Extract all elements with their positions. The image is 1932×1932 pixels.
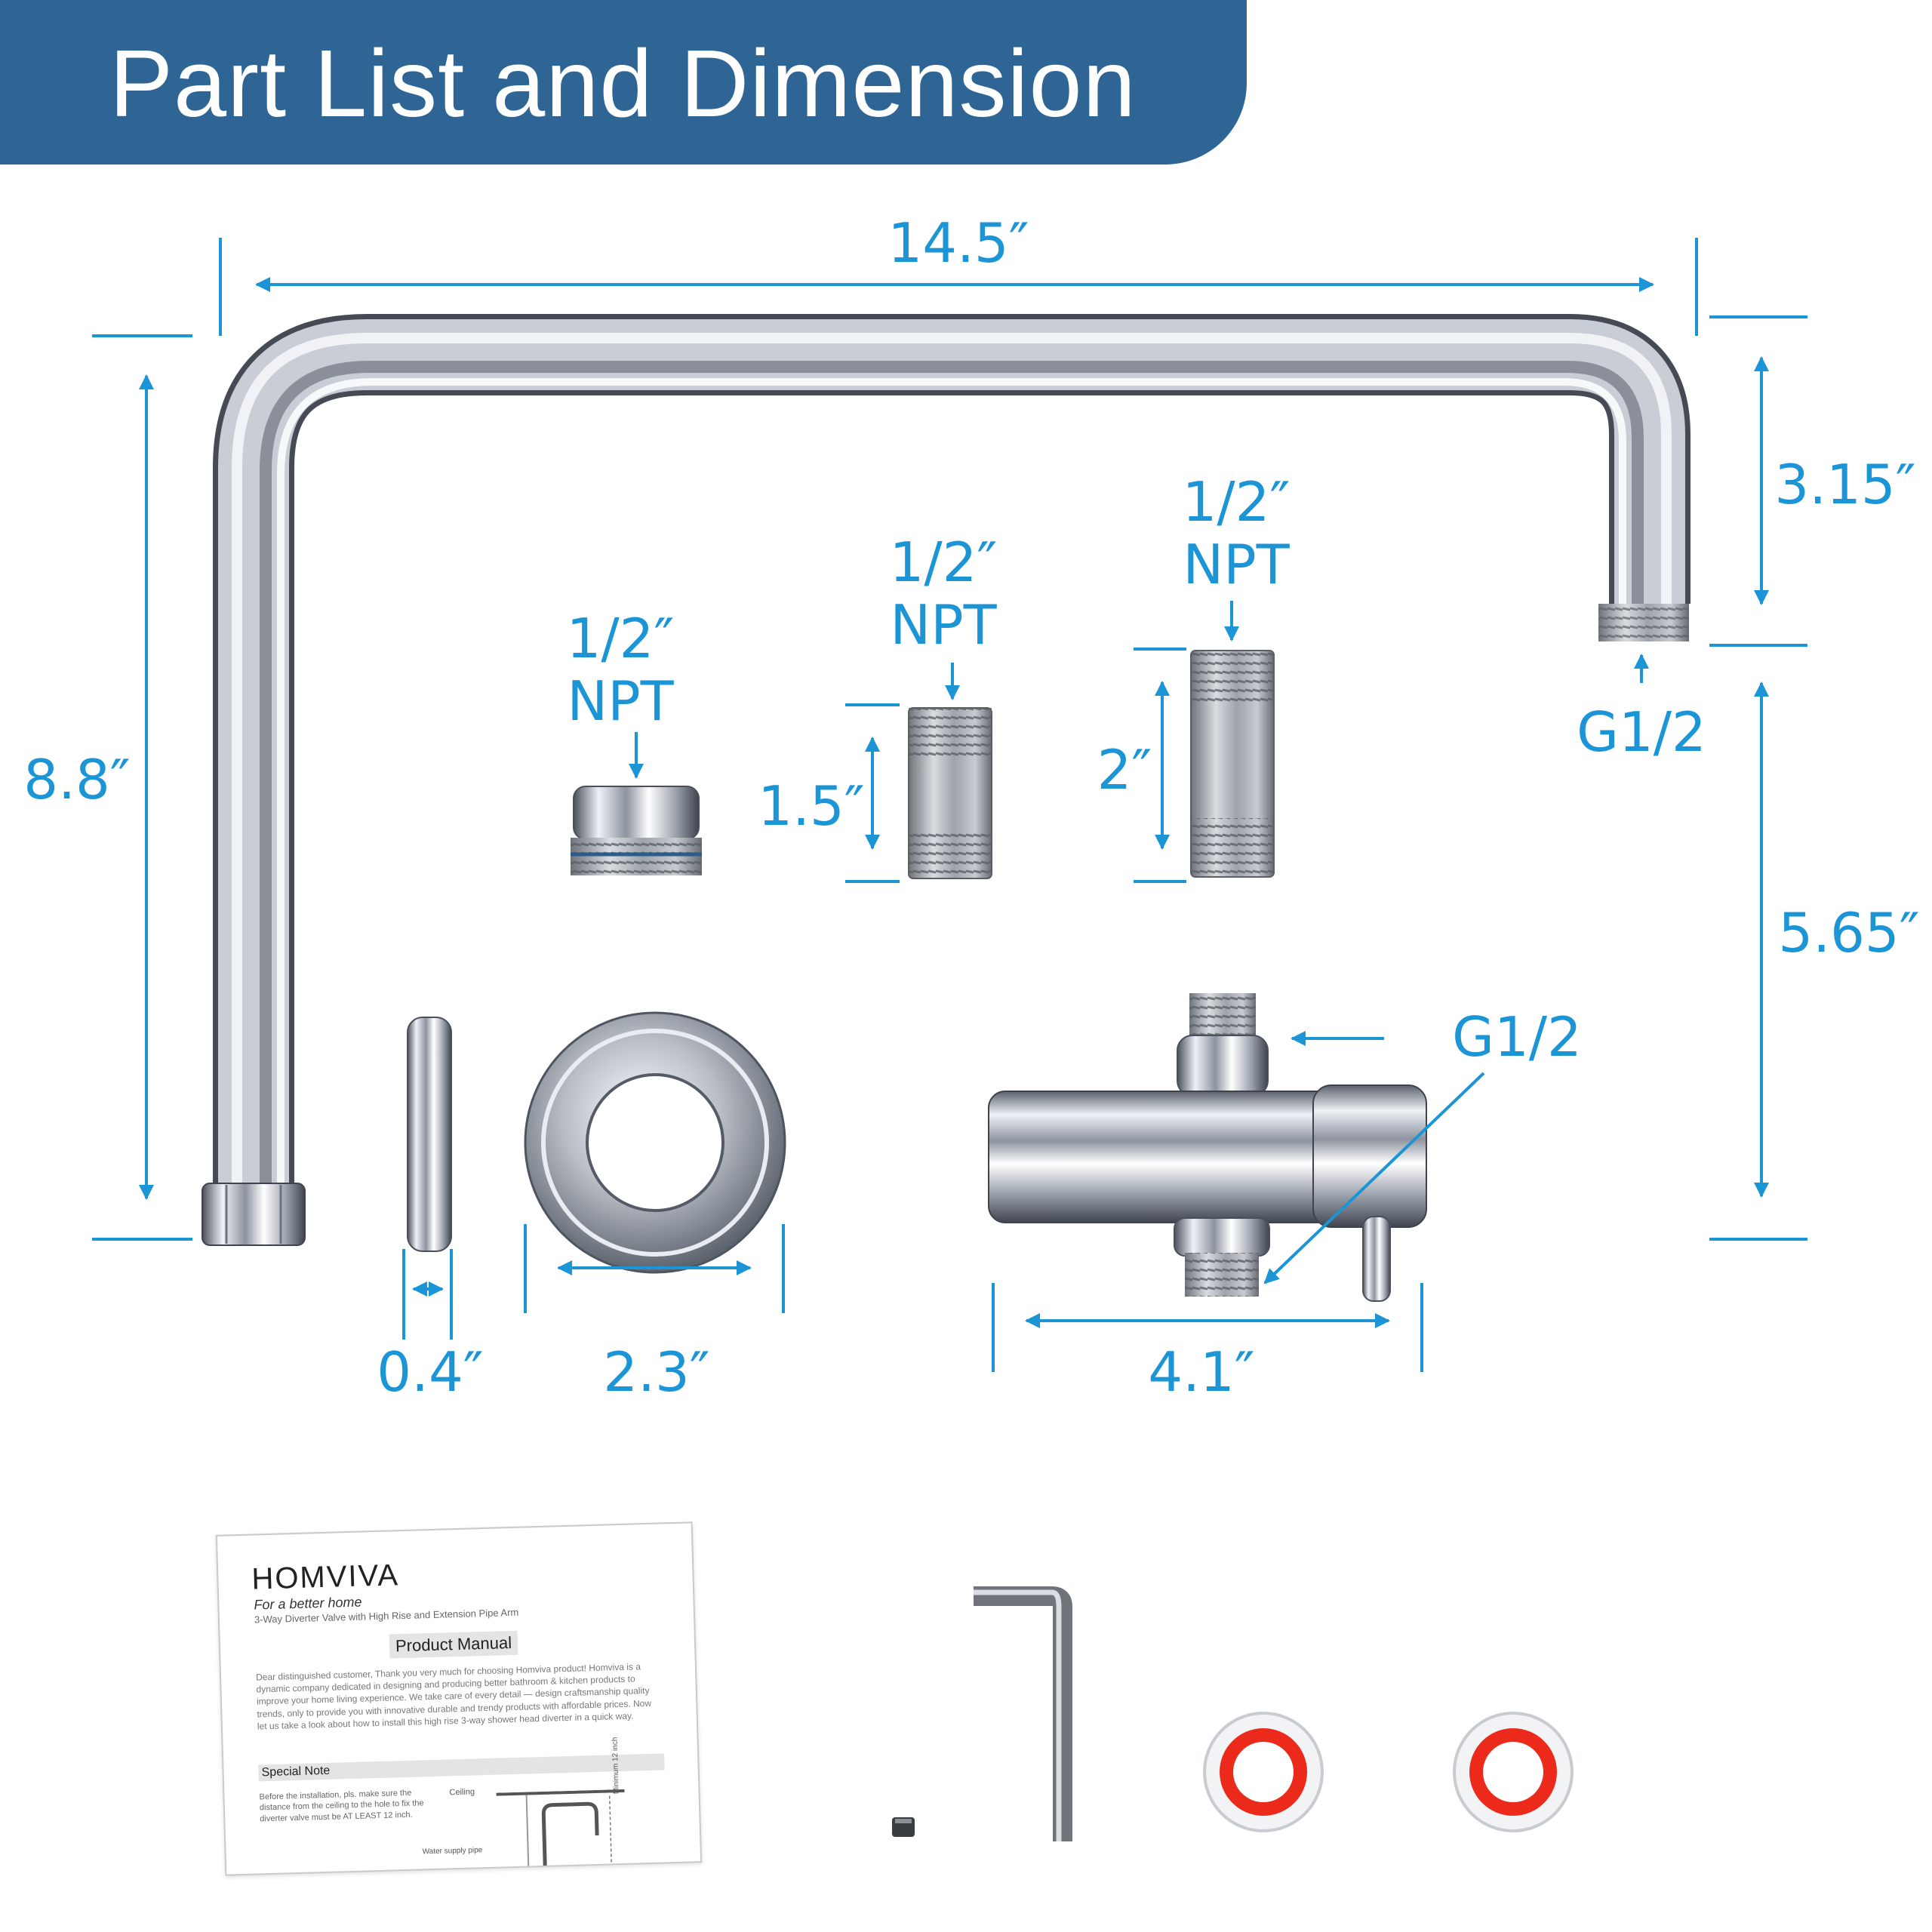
flange-front-view (524, 1011, 786, 1274)
arm-drop-label: 3.15″ (1774, 453, 1916, 516)
long-nipple-length-label: 2″ (1097, 738, 1152, 801)
long-nipple-thread-label: 1/2″ NPT (1183, 471, 1291, 596)
manual-brand: HOMVIVA (251, 1558, 400, 1596)
arm-height-label: 8.8″ (23, 748, 131, 811)
arm-outlet-thread-label: G1/2 (1577, 700, 1706, 764)
flange-diameter-label: 2.3″ (603, 1340, 710, 1404)
flange-thickness-label: 0.4″ (377, 1340, 484, 1404)
long-nipple (1190, 650, 1275, 878)
diverter-valve (988, 993, 1427, 1302)
adapter-fitting (571, 786, 702, 875)
product-manual: HOMVIVA For a better home 3-Way Diverter… (215, 1521, 703, 1876)
manual-ceiling-label: Ceiling (449, 1787, 475, 1798)
flange-side-view (407, 1017, 452, 1252)
short-nipple-thread-label: 1/2″ NPT (890, 531, 998, 657)
manual-body: Dear distinguished customer, Thank you v… (255, 1661, 652, 1732)
short-nipple-thread-type: NPT (890, 593, 997, 657)
teflon-tape-1 (1203, 1712, 1324, 1832)
manual-note-heading: Special Note (258, 1753, 665, 1782)
manual-tagline: For a better home (254, 1594, 362, 1613)
long-nipple-thread-type: NPT (1183, 533, 1290, 596)
hex-wrench (974, 1586, 1072, 1841)
manual-note-text: Before the installation, pls. make sure … (259, 1788, 424, 1824)
adapter-thread-label: 1/2″ NPT (567, 608, 675, 733)
manual-supply-label: Water supply pipe (422, 1846, 483, 1857)
manual-min-label: Minimum 12 inch (611, 1737, 621, 1795)
valve-height-label: 5.65″ (1778, 901, 1920, 964)
manual-diagram (496, 1789, 625, 1868)
page-title: Part List and Dimension (109, 30, 1137, 137)
dimension-lines (92, 238, 1807, 1372)
shower-arm (202, 314, 1690, 1246)
title-banner: Part List and Dimension (0, 0, 1247, 165)
arm-width-label: 14.5″ (888, 211, 1029, 275)
short-nipple-thread-size: 1/2″ (889, 531, 998, 595)
set-screw (892, 1817, 915, 1837)
adapter-thread-size: 1/2″ (566, 607, 675, 671)
short-nipple (908, 707, 992, 879)
manual-heading: Product Manual (389, 1630, 518, 1659)
valve-thread-label: G1/2 (1452, 1005, 1582, 1069)
valve-width-label: 4.1″ (1148, 1340, 1255, 1404)
long-nipple-thread-size: 1/2″ (1182, 470, 1291, 534)
adapter-thread-type: NPT (567, 669, 674, 733)
teflon-tape-2 (1453, 1712, 1574, 1832)
short-nipple-length-label: 1.5″ (758, 774, 865, 838)
